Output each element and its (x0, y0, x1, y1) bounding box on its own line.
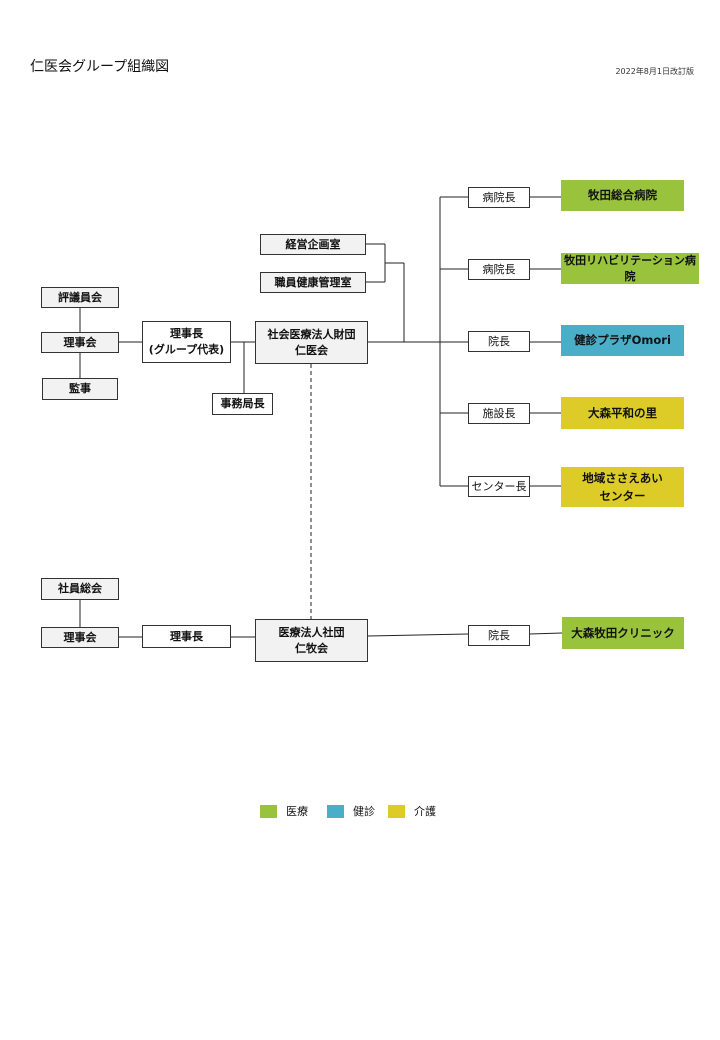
legend-swatch (327, 804, 344, 818)
kanji-label: 監事 (69, 382, 91, 396)
facility-kenshin-plaza: 健診プラザOmori (561, 325, 684, 356)
jimukyokucho-label: 事務局長 (220, 397, 265, 411)
legend-label: 医療 (286, 805, 308, 818)
facility-makita-hospital: 牧田総合病院 (561, 180, 684, 211)
org-jinbokukai-name: 仁牧会 (295, 641, 328, 655)
legend-label: 介護 (414, 805, 436, 818)
legend-care: 介護 (388, 803, 436, 819)
group2-role-label: 院長 (488, 628, 510, 642)
revision-date: 2022年8月1日改訂版 (615, 67, 694, 76)
role-label-5: センター長 (471, 479, 527, 493)
shokuin-box: 職員健康管理室 (260, 272, 366, 293)
rijicho-label: 理事長 (170, 327, 203, 341)
facility-omori-makita-clinic: 大森牧田クリニック (562, 617, 684, 649)
shokuin-label: 職員健康管理室 (274, 275, 352, 289)
group2-rijikai-box: 理事会 (41, 627, 119, 648)
group2-rijicho-label: 理事長 (170, 629, 203, 643)
role-box-2: 病院長 (468, 259, 530, 280)
role-label-4: 施設長 (482, 406, 516, 420)
hyogiinkai-box: 評議員会 (41, 287, 119, 308)
rijikai-box: 理事会 (41, 332, 119, 353)
shain-sokai-box: 社員総会 (41, 578, 119, 600)
rijicho-box: 理事長 (グループ代表) (142, 321, 231, 363)
org-jinbokukai-type: 医療法人社団 (278, 625, 345, 639)
role-box-5: センター長 (468, 476, 530, 497)
role-label-2: 病院長 (482, 262, 516, 276)
legend-checkup: 健診 (327, 803, 375, 819)
facility-label: 健診プラザOmori (574, 333, 671, 348)
facility-chiiki-sasaeai: 地域ささえあい センター (561, 467, 684, 507)
keiei-box: 経営企画室 (260, 234, 366, 255)
page-title: 仁医会グループ組織図 (30, 59, 170, 75)
facility-label: 大森牧田クリニック (571, 625, 675, 640)
facility-omori-heiwa: 大森平和の里 (561, 397, 684, 429)
facility-label: 大森平和の里 (588, 405, 657, 420)
group2-rijicho-box: 理事長 (142, 625, 231, 648)
role-box-1: 病院長 (468, 187, 530, 208)
rijicho-sublabel: (グループ代表) (148, 343, 225, 356)
org-jinbokukai-box: 医療法人社団 仁牧会 (255, 619, 368, 662)
shain-sokai-label: 社員総会 (58, 582, 102, 596)
facility-label-line2: センター (599, 489, 646, 503)
facility-label: 牧田リハビリテーション病院 (564, 253, 696, 283)
org-jiniikai-box: 社会医療法人財団 仁医会 (255, 321, 368, 364)
legend-medical: 医療 (260, 803, 308, 819)
facility-label-line1: 地域ささえあい (582, 470, 663, 485)
role-box-3: 院長 (468, 331, 530, 352)
legend-swatch (388, 804, 405, 818)
org-jiniikai-type: 社会医療法人財団 (267, 327, 356, 341)
role-label-1: 病院長 (482, 190, 516, 204)
group2-rijikai-label: 理事会 (63, 630, 97, 644)
keiei-label: 経営企画室 (285, 237, 341, 251)
hyogiinkai-label: 評議員会 (58, 290, 102, 304)
org-jiniikai-name: 仁医会 (295, 343, 328, 357)
kanji-box: 監事 (42, 378, 118, 400)
facility-makita-rehab-hospital: 牧田リハビリテーション病院 (561, 253, 699, 284)
legend-swatch (260, 804, 277, 818)
legend-label: 健診 (353, 805, 375, 818)
role-label-3: 院長 (488, 334, 510, 348)
jimukyokucho-box: 事務局長 (212, 393, 273, 415)
group2-role-box: 院長 (468, 625, 530, 646)
facility-label: 牧田総合病院 (588, 188, 657, 203)
role-box-4: 施設長 (468, 403, 530, 424)
rijikai-label: 理事会 (63, 335, 97, 349)
